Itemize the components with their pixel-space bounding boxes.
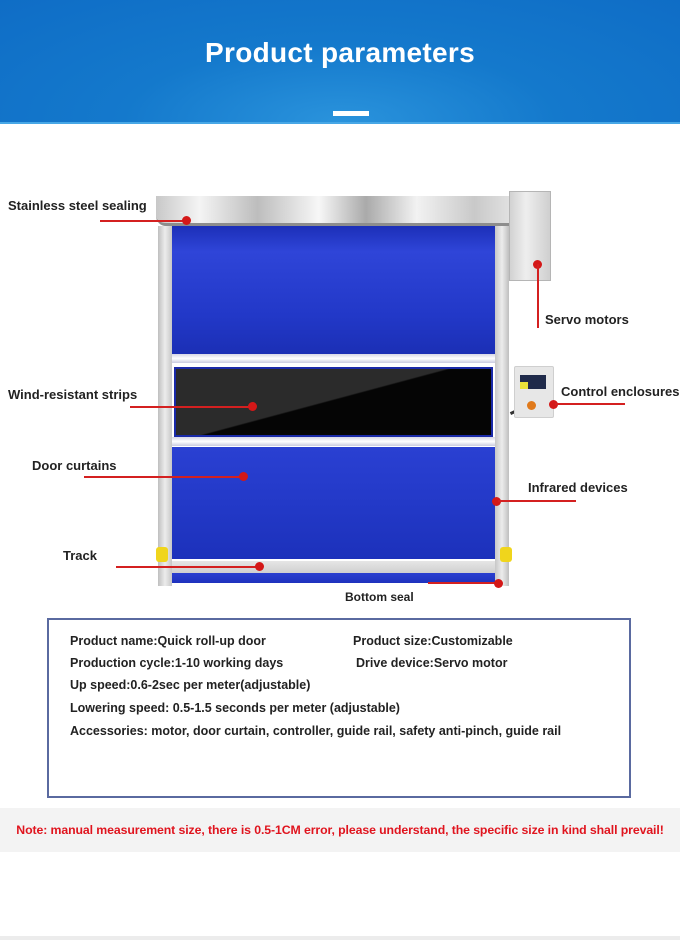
note-band: Note: manual measurement size, there is …	[0, 808, 680, 852]
curtain-stiffener	[172, 437, 495, 446]
door-curtain-lower	[172, 447, 495, 559]
servo-motor-box	[509, 191, 551, 281]
spec-accessories: Accessories: motor, door curtain, contro…	[70, 724, 562, 738]
door-curtain-upper	[172, 226, 495, 354]
bottom-track-bar	[172, 560, 495, 573]
door-diagram: Stainless steel sealing Servo motors Win…	[8, 191, 680, 604]
header-banner: Product parameters	[0, 0, 680, 124]
callout-dot-icon	[248, 402, 257, 411]
bottom-seal-strip	[172, 573, 495, 583]
callout-stainless-steel-sealing: Stainless steel sealing	[8, 198, 147, 213]
spec-product-name: Product name:Quick roll-up door	[70, 634, 266, 648]
right-guide-rail	[495, 226, 509, 586]
yellow-stopper-right	[500, 547, 512, 562]
callout-dot-icon	[239, 472, 248, 481]
callout-line	[498, 500, 576, 502]
callout-line	[537, 264, 539, 328]
specifications-box: Product name:Quick roll-up door Product …	[47, 618, 631, 798]
wind-resistant-strip	[174, 367, 493, 437]
callout-line	[116, 566, 260, 568]
emergency-stop-knob	[527, 401, 536, 410]
spec-up-speed: Up speed:0.6-2sec per meter(adjustable)	[70, 678, 311, 692]
spec-lowering-speed: Lowering speed: 0.5-1.5 seconds per mete…	[70, 701, 400, 715]
spec-production-cycle: Production cycle:1-10 working days	[70, 656, 284, 670]
callout-dot-icon	[255, 562, 264, 571]
callout-line	[428, 582, 498, 584]
yellow-stopper-left	[156, 547, 168, 562]
callout-track: Track	[63, 548, 97, 563]
curtain-stiffener	[172, 354, 495, 363]
page-title: Product parameters	[205, 37, 475, 68]
measurement-note: Note: manual measurement size, there is …	[16, 823, 664, 837]
callout-servo-motors: Servo motors	[545, 312, 629, 327]
spec-product-size: Product size:Customizable	[353, 634, 513, 648]
callout-dot-icon	[549, 400, 558, 409]
bottom-divider	[0, 936, 680, 940]
callout-line	[100, 220, 186, 222]
callout-line	[84, 476, 244, 478]
callout-control-enclosures: Control enclosures	[561, 384, 680, 399]
control-box	[514, 366, 554, 418]
callout-dot-icon	[494, 579, 503, 588]
callout-door-curtains: Door curtains	[32, 458, 117, 473]
spec-drive-device: Drive device:Servo motor	[356, 656, 508, 670]
callout-dot-icon	[492, 497, 501, 506]
callout-dot-icon	[182, 216, 191, 225]
callout-wind-resistant-strips: Wind-resistant strips	[8, 387, 138, 402]
callout-line	[555, 403, 625, 405]
callout-line	[130, 406, 252, 408]
stainless-hood	[156, 196, 518, 226]
control-screen-highlight	[520, 382, 528, 389]
callout-infrared-devices: Infrared devices	[528, 480, 628, 495]
title-underline	[333, 111, 369, 116]
callout-bottom-seal: Bottom seal	[345, 590, 414, 604]
